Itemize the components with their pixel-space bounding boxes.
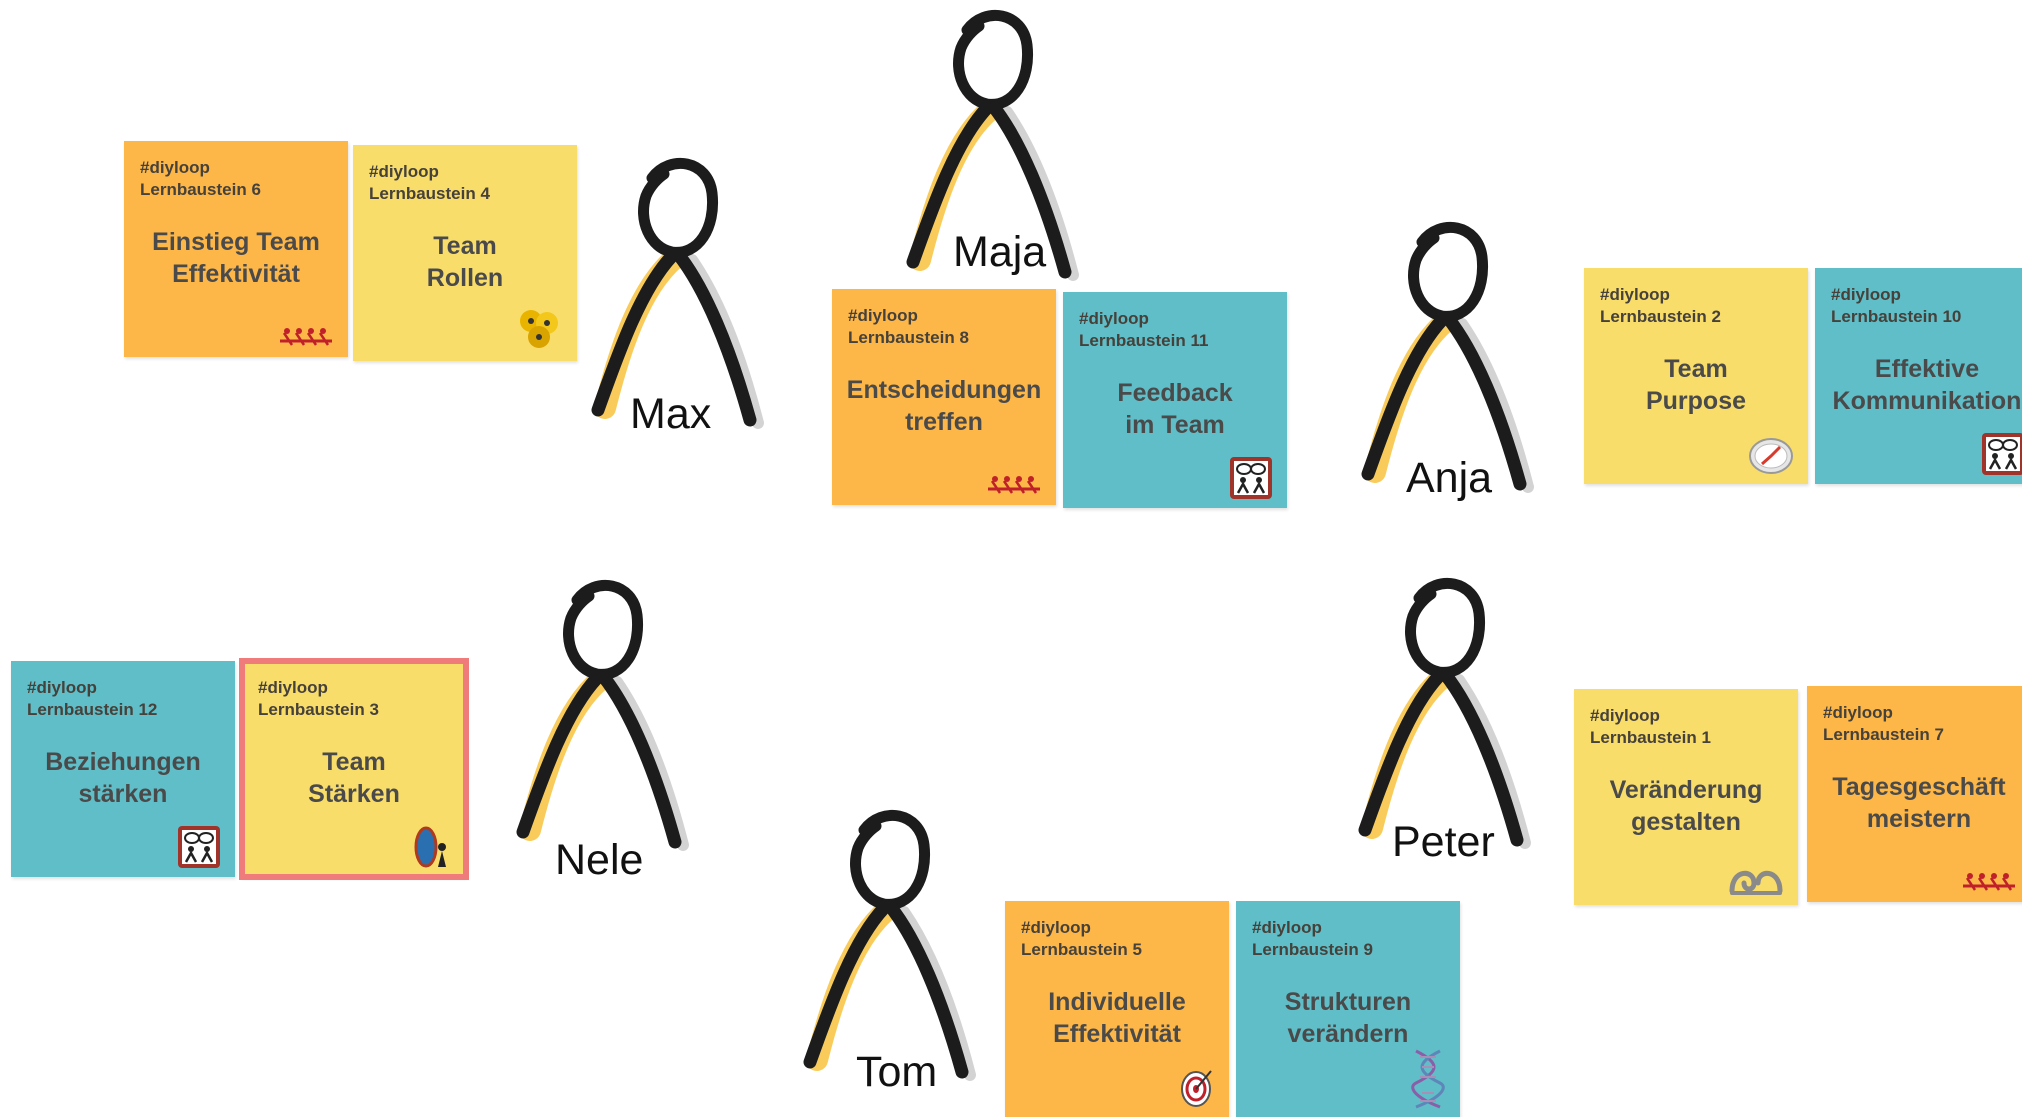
note-unit: Lernbaustein 5 [1021, 940, 1142, 959]
note-title: Entscheidungen treffen [846, 376, 1042, 436]
stick-figure-icon [1358, 578, 1531, 849]
note-unit: Lernbaustein 1 [1590, 728, 1711, 747]
stick-figure-icon [906, 10, 1079, 281]
note-title: Veränderung gestalten [1609, 776, 1763, 836]
note-tag: #diyloop [1079, 309, 1149, 328]
note-unit: Lernbaustein 3 [258, 700, 379, 719]
note-unit: Lernbaustein 4 [369, 184, 490, 203]
conversation-icon [1982, 433, 2022, 475]
note-tag: #diyloop [1600, 285, 1670, 304]
note-tag: #diyloop [1823, 703, 1893, 722]
person-name: Nele [555, 836, 644, 884]
person-name: Maja [953, 228, 1047, 276]
note-unit: Lernbaustein 9 [1252, 940, 1373, 959]
note-title: Beziehungen stärken [45, 748, 201, 808]
note-title: Team Purpose [1645, 355, 1747, 415]
person-maja: Maja [895, 0, 1095, 290]
note-tag: #diyloop [1252, 918, 1322, 937]
note-lernbaustein-5[interactable]: #diyloop Lernbaustein 5 Individuelle Eff… [1005, 901, 1229, 1117]
note-title: Team Rollen [426, 232, 504, 292]
note-lernbaustein-11[interactable]: #diyloop Lernbaustein 11 Feedback im Tea… [1063, 292, 1287, 508]
stick-figure-icon [591, 158, 764, 429]
note-unit: Lernbaustein 2 [1600, 307, 1721, 326]
note-unit: Lernbaustein 8 [848, 328, 969, 347]
person-anja: Anja [1350, 212, 1550, 502]
note-lernbaustein-8[interactable]: #diyloop Lernbaustein 8 Entscheidungen t… [832, 289, 1056, 505]
mirror-icon [414, 826, 446, 868]
person-nele: Nele [505, 570, 705, 884]
dna-icon [1411, 1049, 1445, 1109]
note-title: Strukturen verändern [1284, 988, 1412, 1048]
note-lernbaustein-2[interactable]: #diyloop Lernbaustein 2 Team Purpose [1584, 268, 1808, 484]
note-title: Effektive Kommunikation [1832, 355, 2022, 415]
note-lernbaustein-6[interactable]: #diyloop Lernbaustein 6 Einstieg Team Ef… [124, 141, 348, 357]
stick-figure-icon [803, 810, 976, 1081]
note-tag: #diyloop [848, 306, 918, 325]
rowing-team-icon [1963, 873, 2015, 891]
note-title: Tagesgeschäft meistern [1832, 773, 2006, 833]
note-lernbaustein-4[interactable]: #diyloop Lernbaustein 4 Team Rollen [353, 145, 577, 361]
note-lernbaustein-10[interactable]: #diyloop Lernbaustein 10 Effektive Kommu… [1815, 268, 2022, 484]
note-lernbaustein-1[interactable]: #diyloop Lernbaustein 1 Veränderung gest… [1574, 689, 1798, 905]
conversation-icon [1230, 457, 1272, 499]
conversation-icon [178, 826, 220, 868]
note-tag: #diyloop [258, 678, 328, 697]
note-unit: Lernbaustein 11 [1079, 331, 1209, 350]
target-icon [1181, 1070, 1212, 1107]
note-lernbaustein-3[interactable]: #diyloop Lernbaustein 3 Team Stärken [239, 658, 469, 880]
note-tag: #diyloop [369, 162, 439, 181]
person-max: Max [580, 148, 780, 438]
note-title: Einstieg Team Effektivität [152, 228, 320, 288]
person-peter: Peter [1347, 568, 1547, 866]
note-unit: Lernbaustein 12 [27, 700, 158, 719]
note-tag: #diyloop [27, 678, 97, 697]
note-tag: #diyloop [1021, 918, 1091, 937]
person-name: Tom [856, 1048, 938, 1096]
rowing-team-icon [280, 328, 332, 346]
note-title: Team Stärken [308, 748, 400, 808]
role-pieces-icon [520, 310, 558, 348]
note-lernbaustein-12[interactable]: #diyloop Lernbaustein 12 Beziehungen stä… [11, 661, 235, 877]
note-unit: Lernbaustein 7 [1823, 725, 1944, 744]
person-name: Peter [1392, 818, 1495, 866]
note-tag: #diyloop [1590, 706, 1660, 725]
note-lernbaustein-7[interactable]: #diyloop Lernbaustein 7 Tagesgeschäft me… [1807, 686, 2022, 902]
person-name: Max [630, 390, 712, 438]
note-tag: #diyloop [1831, 285, 1901, 304]
note-unit: Lernbaustein 6 [140, 180, 261, 199]
note-title: Individuelle Effektivität [1048, 988, 1186, 1048]
person-name: Anja [1406, 454, 1493, 502]
note-tag: #diyloop [140, 158, 210, 177]
stick-figure-icon [516, 580, 689, 851]
stick-figure-icon [1361, 222, 1534, 493]
person-tom: Tom [792, 800, 992, 1096]
rowing-team-icon [988, 476, 1040, 494]
note-title: Feedback im Team [1117, 379, 1233, 439]
loop-icon [1729, 871, 1783, 895]
note-unit: Lernbaustein 10 [1831, 307, 1962, 326]
compass-icon [1749, 438, 1793, 474]
note-lernbaustein-9[interactable]: #diyloop Lernbaustein 9 Strukturen verän… [1236, 901, 1460, 1117]
